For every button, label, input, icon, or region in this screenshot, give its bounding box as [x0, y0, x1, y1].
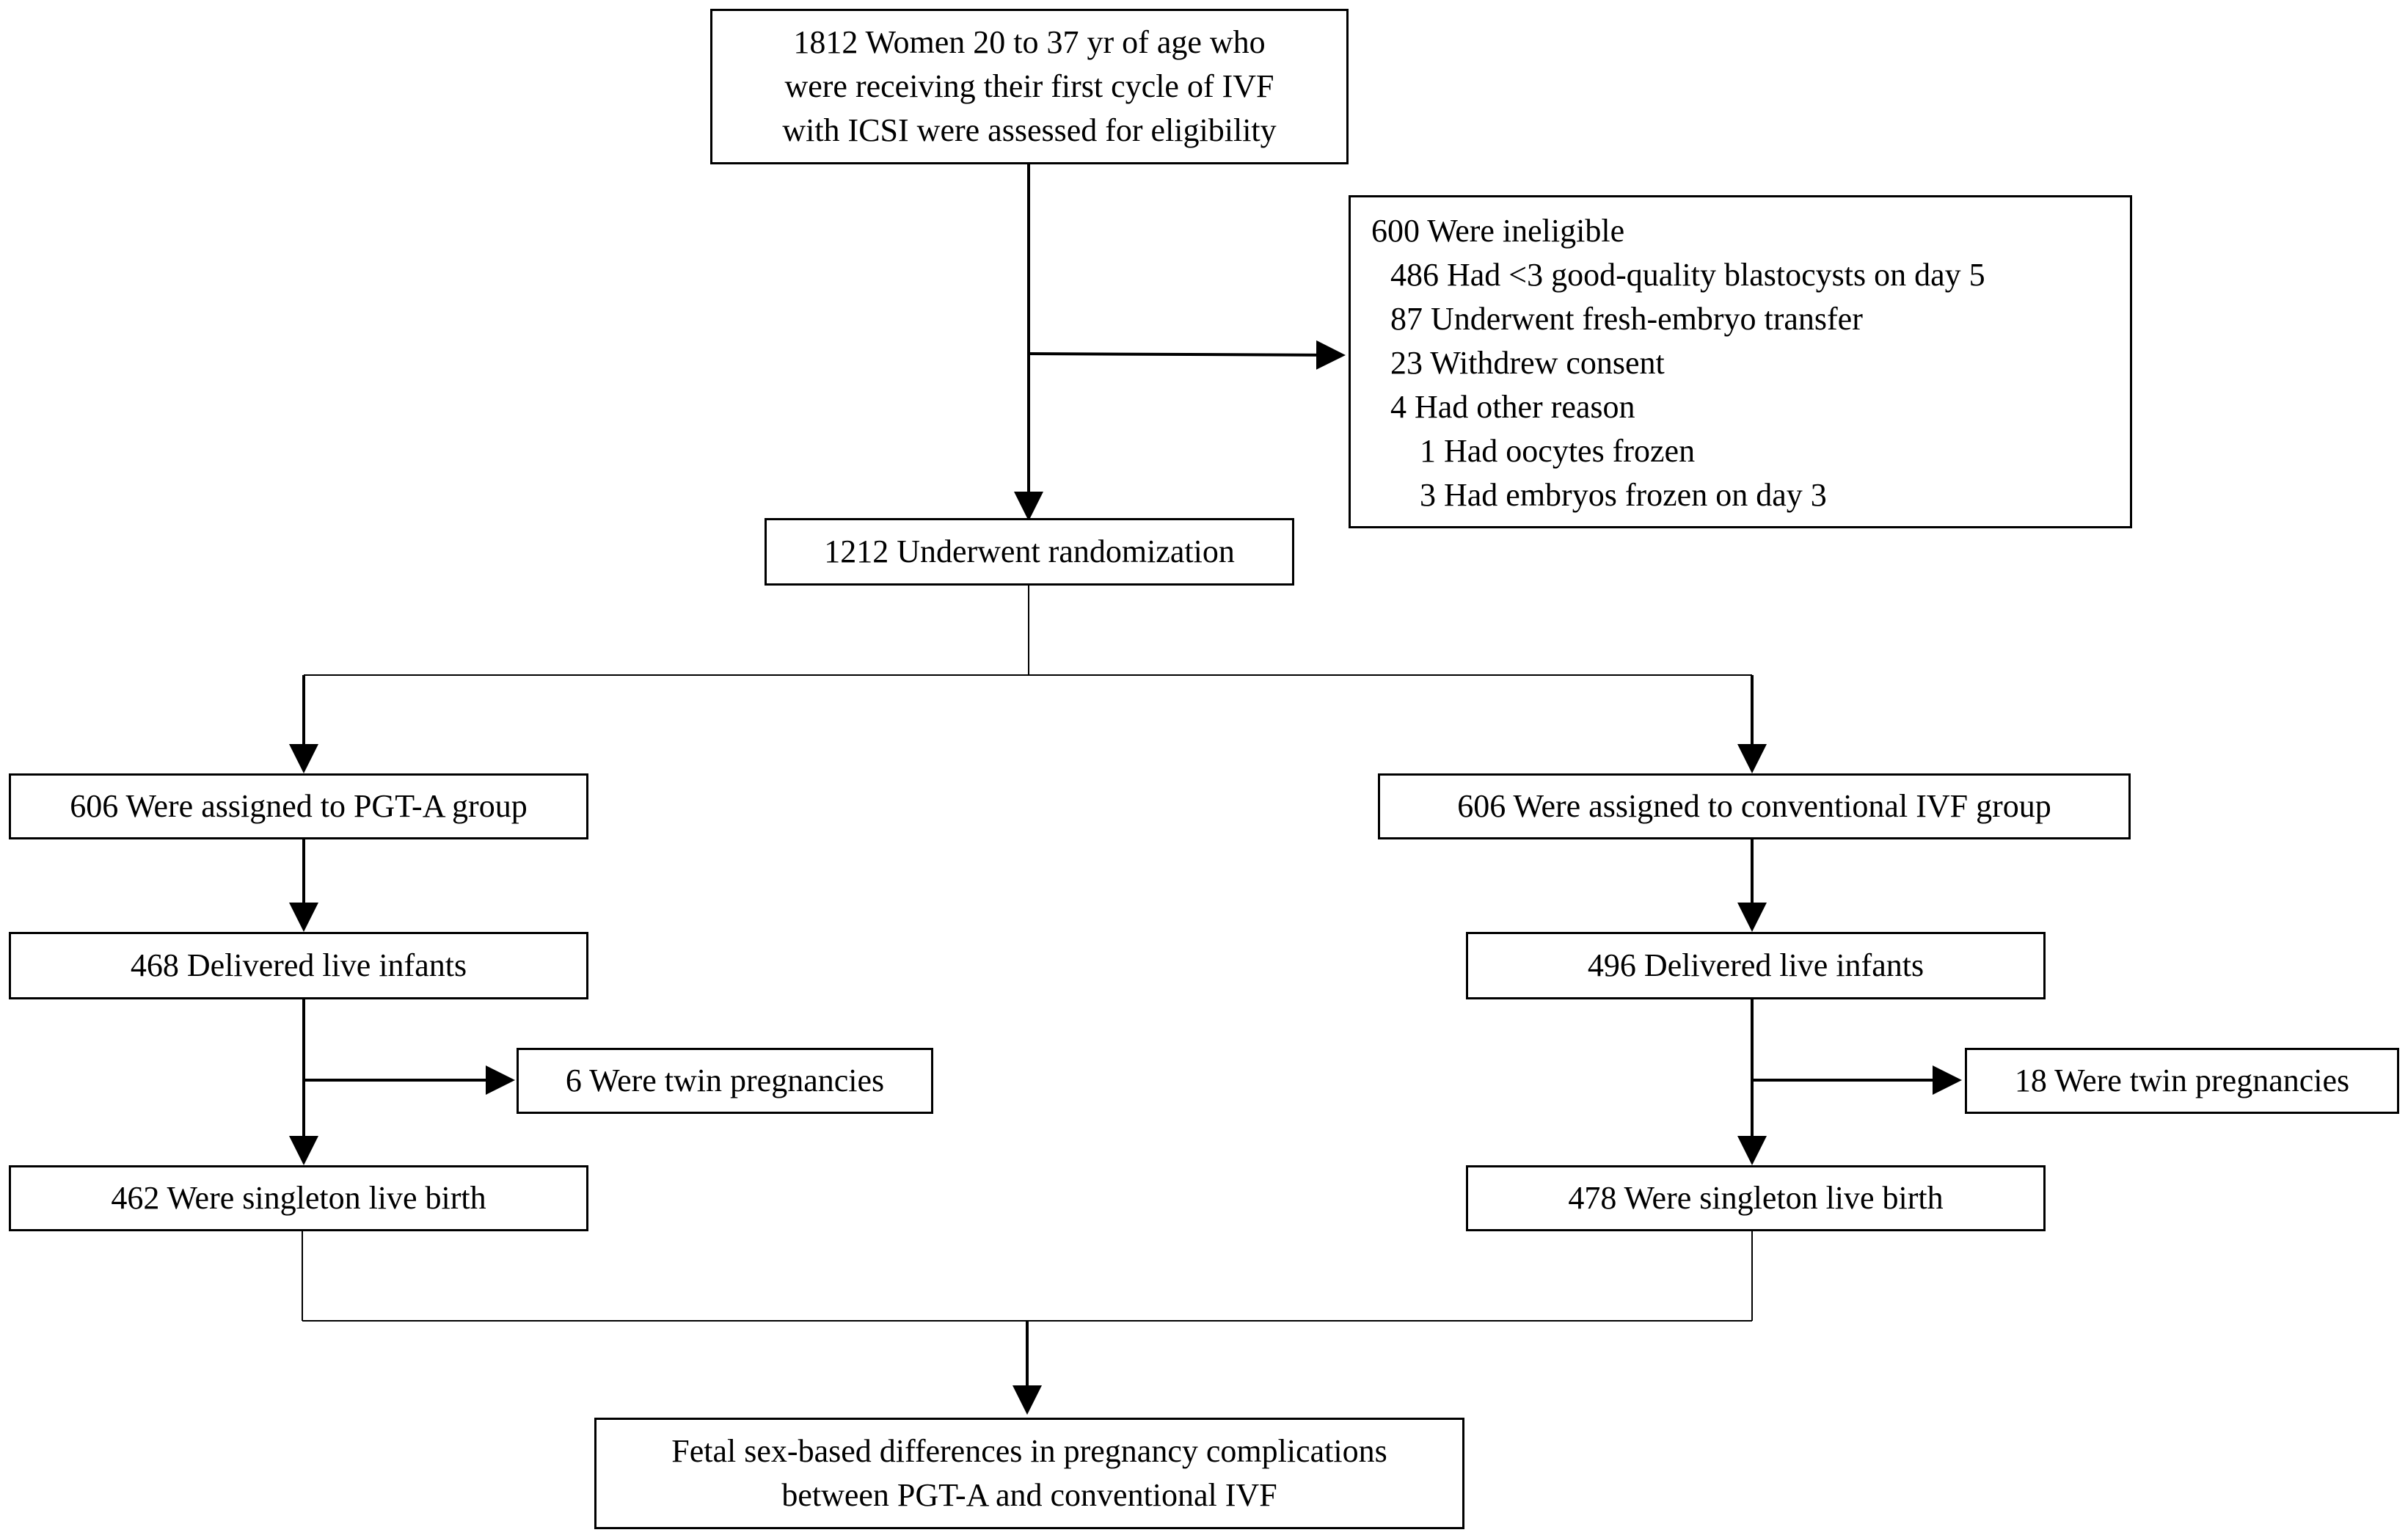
assessed-box: 1812 Women 20 to 37 yr of age who were r…	[710, 9, 1349, 164]
ivf-twins-label: 18 Were twin pregnancies	[2014, 1063, 2350, 1098]
ineligible-item-other: 4 Had other reason	[1390, 389, 1635, 425]
pgta-twins-box: 6 Were twin pregnancies	[517, 1048, 933, 1114]
ineligible-item-withdrew: 23 Withdrew consent	[1390, 345, 1665, 381]
pgta-group-box: 606 Were assigned to PGT-A group	[9, 773, 588, 839]
ivf-live-label: 496 Delivered live infants	[1587, 947, 1924, 983]
pgta-singleton-box: 462 Were singleton live birth	[9, 1165, 588, 1231]
ivf-singleton-label: 478 Were singleton live birth	[1568, 1180, 1944, 1216]
outcome-line-2: between PGT-A and conventional IVF	[781, 1477, 1277, 1513]
ivf-twins-box: 18 Were twin pregnancies	[1965, 1048, 2399, 1114]
ineligible-subitem-oocytes: 1 Had oocytes frozen	[1420, 433, 1696, 469]
ineligible-subitem-embryos: 3 Had embryos frozen on day 3	[1420, 477, 1827, 513]
ivf-singleton-box: 478 Were singleton live birth	[1466, 1165, 2046, 1231]
ineligible-box: 600 Were ineligible 486 Had <3 good-qual…	[1349, 195, 2132, 528]
pgta-singleton-label: 462 Were singleton live birth	[111, 1180, 486, 1216]
ineligible-item-fresh-transfer: 87 Underwent fresh-embryo transfer	[1390, 301, 1863, 337]
ivf-live-box: 496 Delivered live infants	[1466, 932, 2046, 999]
pgta-group-label: 606 Were assigned to PGT-A group	[70, 788, 528, 824]
assessed-line-3: with ICSI were assessed for eligibility	[782, 112, 1277, 148]
outcome-line-1: Fetal sex-based differences in pregnancy…	[671, 1433, 1387, 1469]
randomization-box: 1212 Underwent randomization	[765, 518, 1294, 586]
assessed-line-1: 1812 Women 20 to 37 yr of age who	[793, 24, 1266, 60]
arrow-to-ineligible	[1028, 340, 1346, 370]
outcome-box: Fetal sex-based differences in pregnancy…	[594, 1418, 1464, 1529]
ineligible-item-blastocysts: 486 Had <3 good-quality blastocysts on d…	[1390, 257, 1985, 293]
pgta-live-label: 468 Delivered live infants	[130, 947, 467, 983]
randomization-label: 1212 Underwent randomization	[824, 533, 1235, 569]
ivf-group-box: 606 Were assigned to conventional IVF gr…	[1378, 773, 2131, 839]
pgta-twins-label: 6 Were twin pregnancies	[565, 1063, 885, 1098]
ivf-group-label: 606 Were assigned to conventional IVF gr…	[1457, 788, 2051, 824]
pgta-live-box: 468 Delivered live infants	[9, 932, 588, 999]
assessed-line-2: were receiving their first cycle of IVF	[784, 68, 1274, 104]
ineligible-title: 600 Were ineligible	[1371, 213, 1625, 249]
